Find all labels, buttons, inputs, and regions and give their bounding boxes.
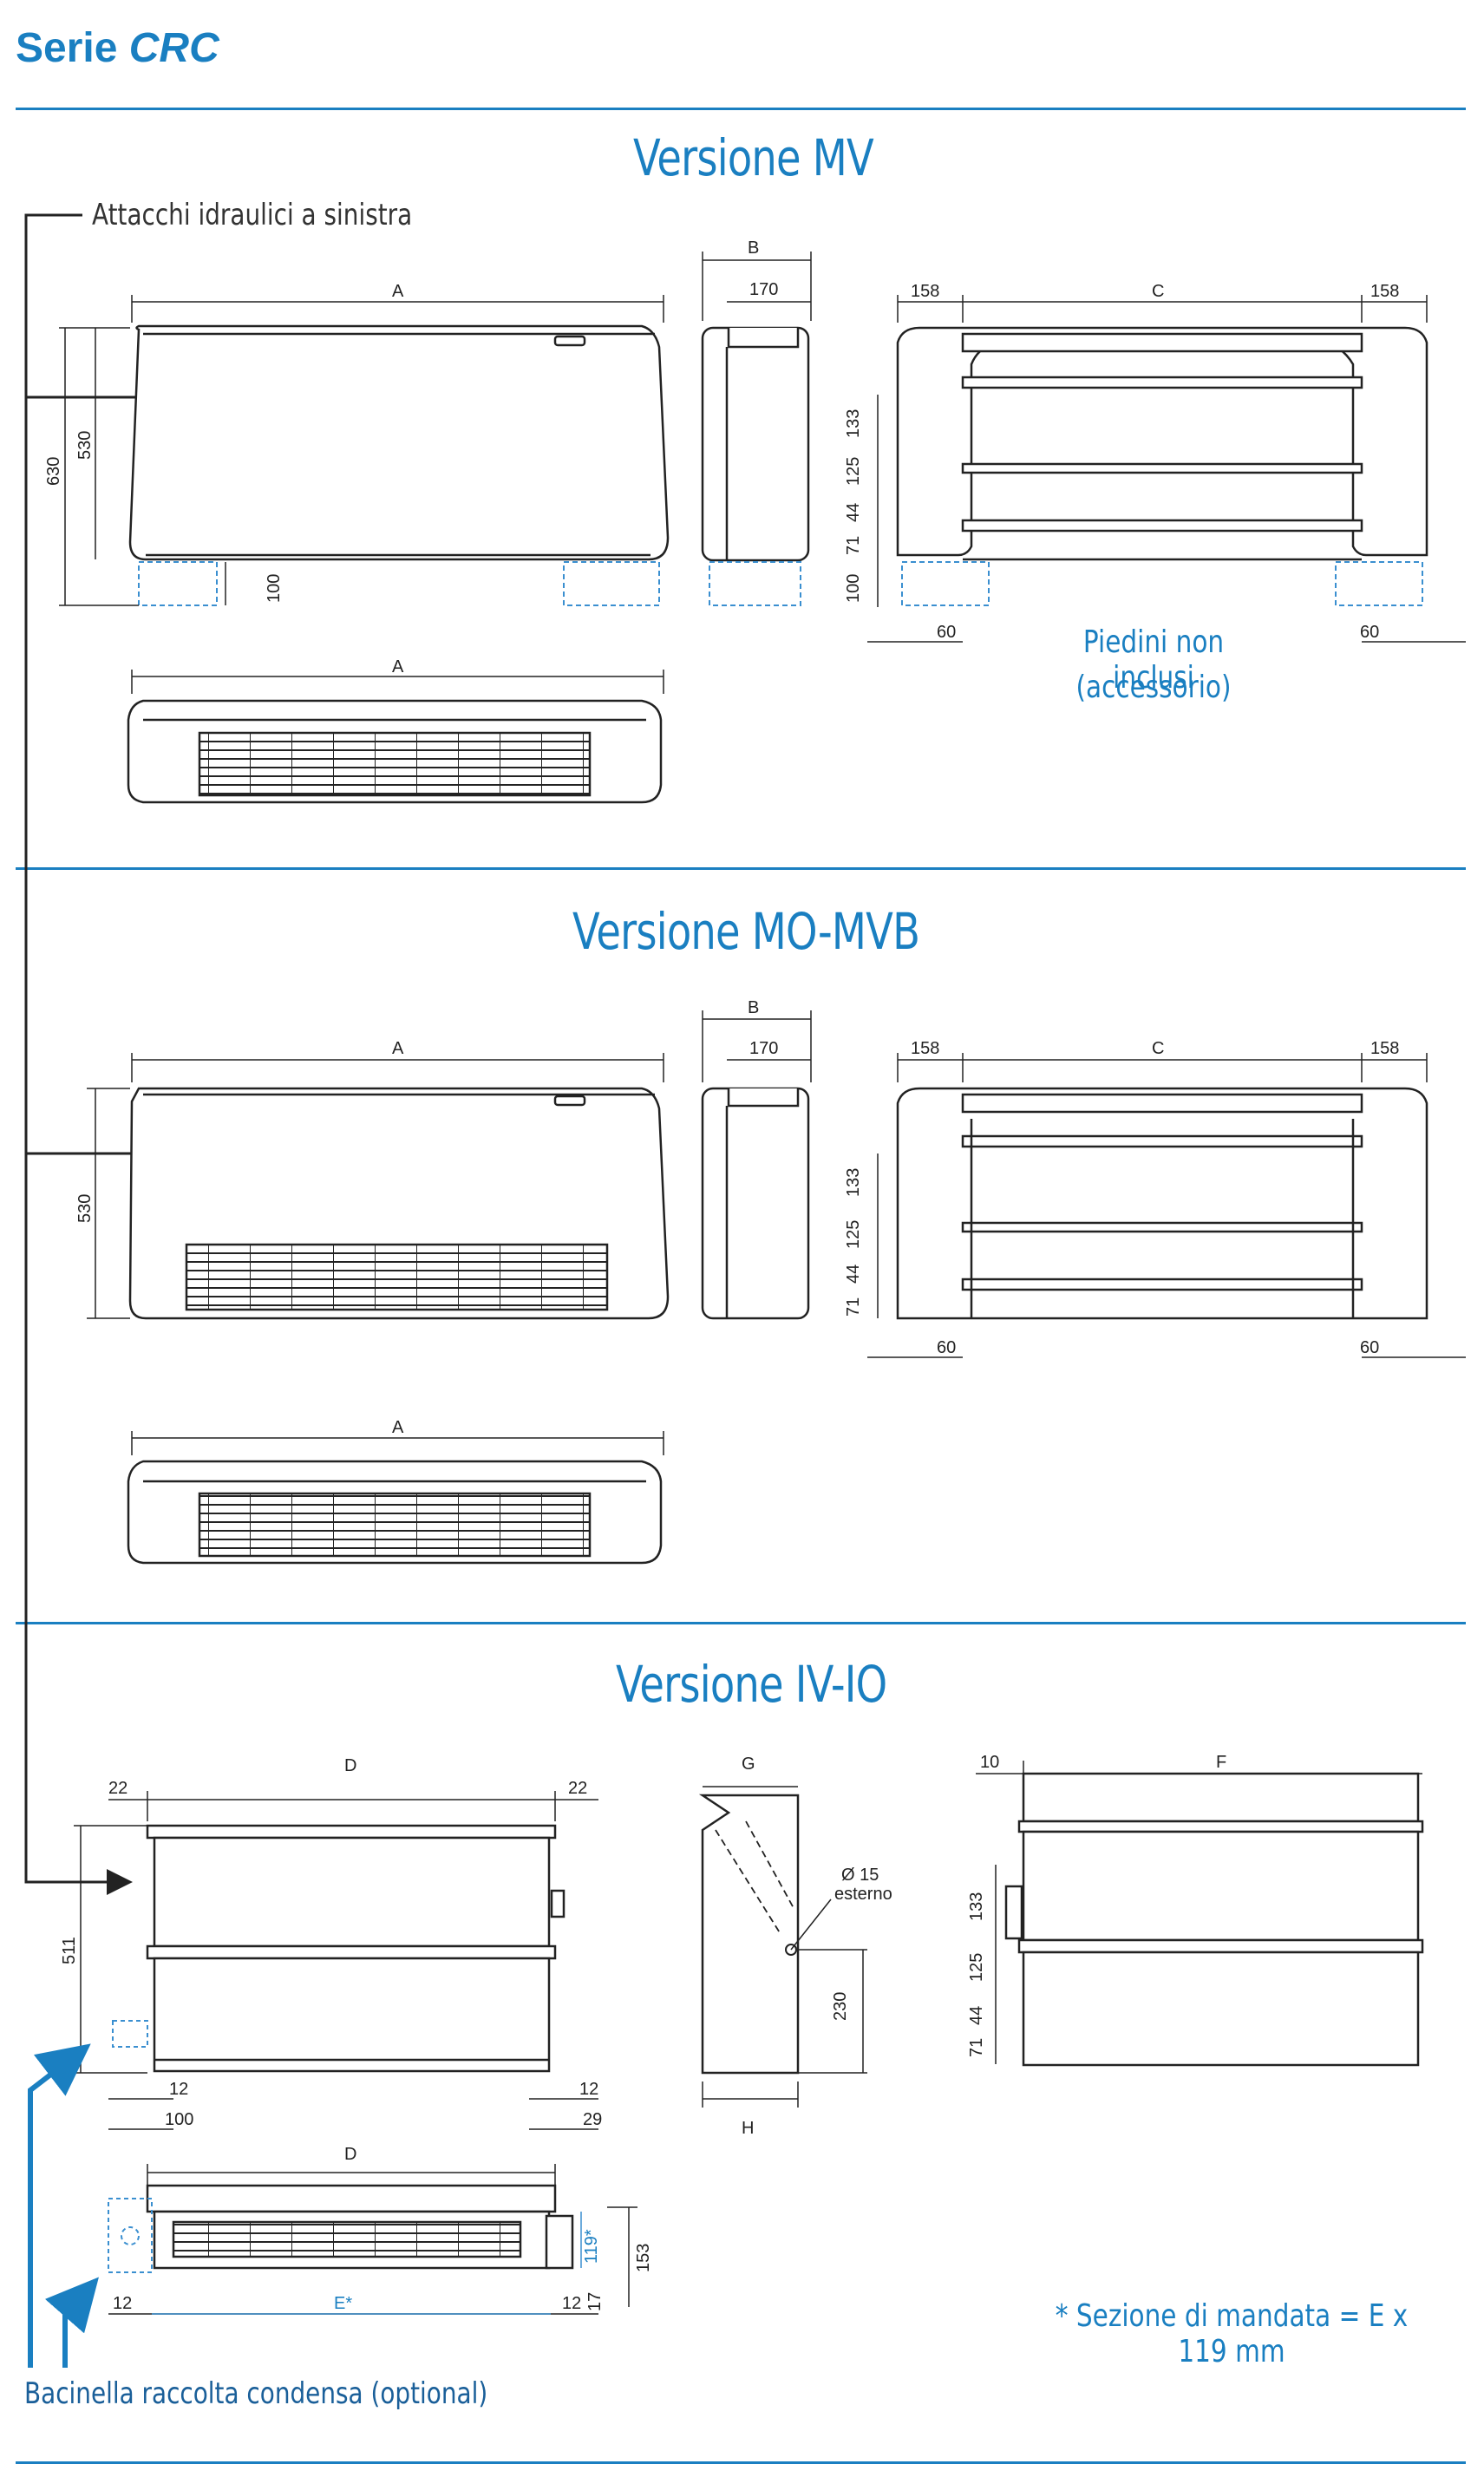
dim-h: H: [742, 2119, 754, 2138]
dim-511: 511: [60, 1937, 79, 1964]
dim-158-mv-right: 158: [1370, 282, 1399, 301]
dim-e-star: E*: [334, 2294, 352, 2313]
dim-119-star: 119*: [582, 2229, 601, 2264]
dim-c-mo: C: [1152, 1039, 1164, 1058]
dim-c-mv: C: [1152, 282, 1164, 301]
section-title-mv: Versione MV: [633, 128, 874, 187]
dim-158-mo-left: 158: [911, 1039, 939, 1058]
dim-44-mo: 44: [844, 1265, 863, 1284]
dim-a-mv: A: [392, 282, 404, 301]
pipe-connection: [785, 1944, 797, 1956]
feet-note-line1: Piedini non inclusi: [1082, 624, 1225, 696]
top-divider: [16, 108, 1466, 110]
feet-note-line2: (accessorio): [1075, 670, 1232, 705]
mo-front-view: [128, 1087, 670, 1320]
dim-d-iv-top: D: [344, 2145, 356, 2164]
section-divider-1: [16, 867, 1466, 870]
dim-a-mo-top: A: [392, 1418, 404, 1437]
mv-front-feet: [138, 561, 660, 606]
dim-153: 153: [634, 2244, 653, 2272]
dim-71-mv: 71: [844, 536, 863, 555]
dim-170-mv: 170: [749, 280, 778, 299]
mo-side-view: [701, 1087, 810, 1320]
dim-b-mv: B: [748, 239, 759, 258]
section-divider-2: [16, 1622, 1466, 1624]
dim-630: 630: [44, 457, 63, 486]
dim-60-mv-right: 60: [1360, 623, 1379, 642]
series-label: Serie: [16, 25, 118, 71]
dim-f: F: [1216, 1753, 1226, 1772]
dim-230: 230: [831, 1992, 850, 2021]
page-title: Serie CRC: [16, 24, 219, 72]
mv-side-view: [701, 326, 810, 562]
dim-125-mv: 125: [844, 457, 863, 486]
dim-100-mv-rear: 100: [844, 574, 863, 603]
bottom-divider: [16, 2461, 1466, 2464]
series-name: CRC: [128, 25, 219, 71]
dim-12-front-right: 12: [579, 2080, 598, 2099]
dim-12-top-left: 12: [113, 2294, 132, 2313]
dim-44-mv: 44: [844, 503, 863, 522]
dim-22-left: 22: [108, 1779, 127, 1798]
dim-60-mo-right: 60: [1360, 1338, 1379, 1357]
dim-10: 10: [980, 1753, 999, 1772]
dim-530-mo: 530: [75, 1194, 95, 1223]
iv-rear-view: [1004, 1772, 1424, 2067]
iv-front-view: [146, 1824, 565, 2073]
dim-133-iv: 133: [967, 1892, 986, 1921]
dim-133-mv: 133: [844, 409, 863, 438]
dim-71-iv: 71: [967, 2038, 986, 2057]
dim-29: 29: [583, 2110, 602, 2129]
iv-top-view: [146, 2184, 574, 2270]
mo-top-view: [127, 1460, 663, 1565]
dim-12-top-right: 12: [562, 2294, 581, 2313]
dim-17: 17: [585, 2292, 605, 2311]
dim-a-mo: A: [392, 1039, 404, 1058]
dim-170-mo: 170: [749, 1039, 778, 1058]
dim-60-mv-left: 60: [937, 623, 956, 642]
dim-125-iv: 125: [967, 1953, 986, 1982]
dim-158-mo-right: 158: [1370, 1039, 1399, 1058]
section-title-iv-io: Versione IV-IO: [616, 1655, 887, 1714]
mv-top-view: [127, 699, 663, 804]
mo-rear-view: [896, 1087, 1428, 1320]
dim-125-mo: 125: [844, 1220, 863, 1249]
iv-side-view: [698, 1794, 800, 2075]
dim-100-mv: 100: [265, 574, 284, 603]
dim-158-mv-left: 158: [911, 282, 939, 301]
dim-60-mo-left: 60: [937, 1338, 956, 1357]
pipe-external: esterno: [834, 1885, 892, 1904]
dim-133-mo: 133: [844, 1168, 863, 1197]
dim-a-mv-top: A: [392, 657, 404, 676]
pipe-diameter: Ø 15: [841, 1866, 879, 1885]
condensate-tray-note: Bacinella raccolta condensa (optional): [24, 2376, 488, 2411]
dim-d-iv: D: [344, 1756, 356, 1775]
dim-44-iv: 44: [967, 2006, 986, 2025]
dim-12-front-left: 12: [169, 2080, 188, 2099]
condensate-pointer-arrows: [28, 2043, 99, 2368]
dim-530-mv: 530: [75, 431, 95, 460]
delivery-section-note: * Sezione di mandata = E x 119 mm: [1055, 2298, 1409, 2369]
dim-71-mo: 71: [844, 1297, 863, 1317]
dim-100-iv: 100: [165, 2110, 193, 2129]
dim-g: G: [742, 1755, 755, 1774]
hydraulic-left-note: Attacchi idraulici a sinistra: [92, 198, 413, 232]
dim-b-mo: B: [748, 998, 759, 1017]
section-title-mo-mvb: Versione MO-MVB: [572, 902, 920, 961]
mv-rear-view: [896, 326, 1428, 561]
mv-front-view: [128, 324, 670, 561]
dim-22-right: 22: [568, 1779, 587, 1798]
